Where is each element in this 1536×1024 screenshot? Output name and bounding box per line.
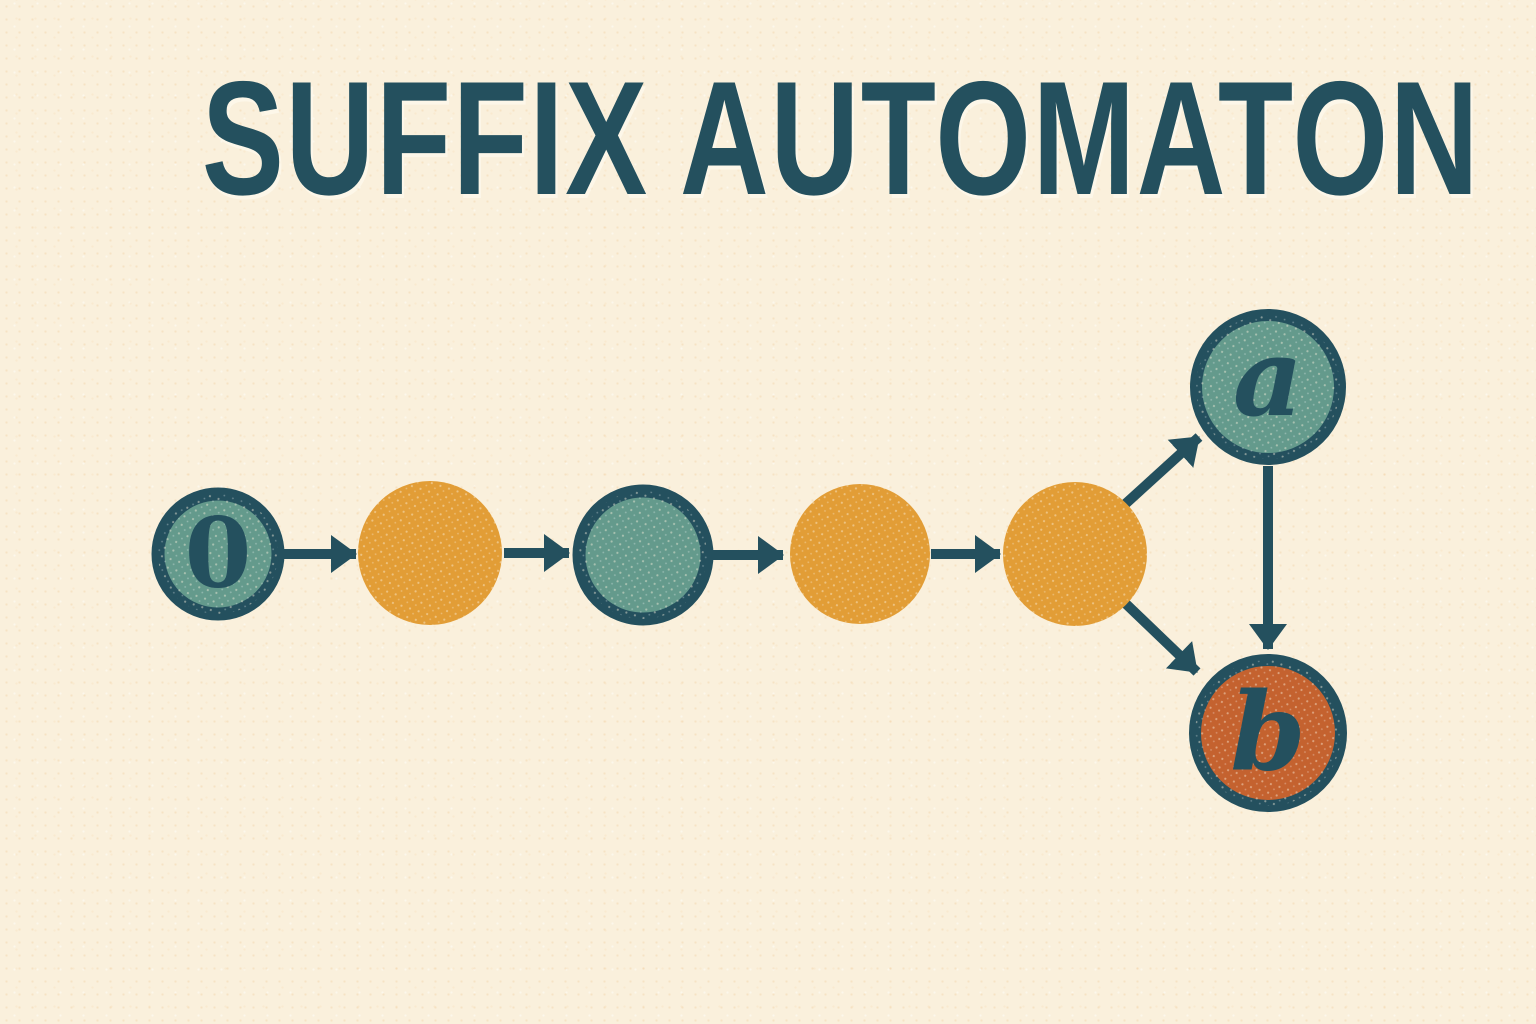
node-b: b bbox=[1189, 654, 1347, 812]
node-start-texture bbox=[158, 494, 278, 614]
node-a-label: a bbox=[1233, 315, 1303, 441]
node-n4-texture bbox=[1003, 482, 1147, 626]
node-a: a bbox=[1190, 309, 1346, 465]
edge-n4-to-b bbox=[1120, 598, 1201, 676]
edge-n4-to-a bbox=[1118, 433, 1203, 511]
title-bar: SUFFIX AUTOMATON bbox=[0, 58, 1536, 220]
node-n1-texture bbox=[358, 481, 502, 625]
node-n1 bbox=[358, 481, 502, 625]
node-n2 bbox=[572, 484, 714, 626]
page-title: SUFFIX AUTOMATON bbox=[201, 48, 1481, 229]
node-n3-texture bbox=[790, 484, 930, 624]
node-a-texture bbox=[1196, 315, 1340, 459]
node-start-label: 0 bbox=[185, 497, 252, 610]
node-b-label: b bbox=[1230, 670, 1306, 796]
node-start: 0 bbox=[151, 487, 285, 621]
node-n3 bbox=[790, 484, 930, 624]
node-n2-texture bbox=[579, 491, 707, 619]
edges bbox=[284, 433, 1287, 676]
node-b-texture bbox=[1195, 660, 1341, 806]
node-n4 bbox=[1003, 482, 1147, 626]
